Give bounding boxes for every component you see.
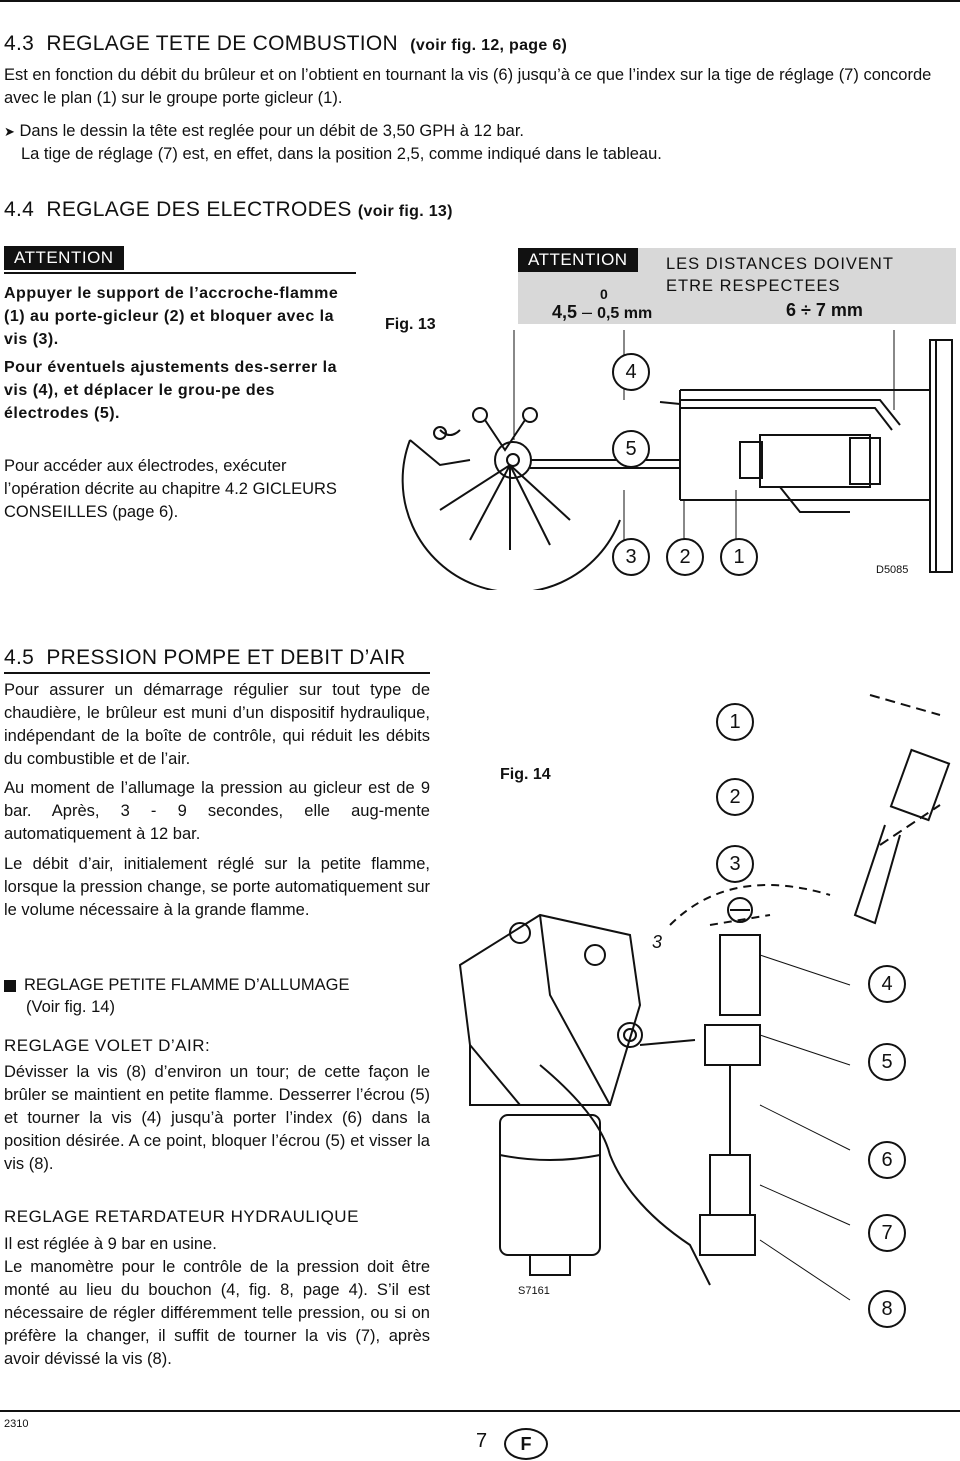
callout-4: 4: [612, 353, 650, 391]
attention-rule-left: [4, 272, 356, 274]
subheading-hydraulic-delay: REGLAGE RETARDATEUR HYDRAULIQUE: [4, 1207, 359, 1226]
subheading-line-2: (Voir fig. 14): [26, 998, 115, 1016]
section-ref: (voir fig. 13): [357, 203, 453, 220]
callout-1: 1: [716, 703, 754, 741]
section-4-3-heading: 4.3 REGLAGE TETE DE COMBUSTION (voir fig…: [4, 32, 567, 56]
attention-label: ATTENTION: [4, 246, 124, 270]
pressure-paragraph-3: Le débit d’air, initialement réglé sur l…: [4, 855, 430, 919]
tolerance-zero: 0: [600, 286, 608, 302]
section-number: 4.4: [4, 198, 35, 221]
section-4-3-paragraph: Est en fonction du débit du brûleur et o…: [4, 66, 932, 107]
page-number: 7: [476, 1430, 488, 1452]
electrode-instruction-1: Appuyer le support de l’accroche-flamme …: [4, 285, 339, 348]
attention-label: ATTENTION: [518, 248, 638, 272]
electrode-instruction-2: Pour éventuels ajustements des-serrer la…: [4, 359, 338, 422]
callout-3: 3: [612, 538, 650, 576]
section-title: REGLAGE TETE DE COMBUSTION: [46, 32, 399, 55]
callout-4: 4: [868, 965, 906, 1003]
dial-number-3: 3: [652, 932, 663, 952]
fig-13-label: Fig. 13: [385, 316, 436, 333]
bullet-line-1: Dans le dessin la tête est reglée pour u…: [19, 122, 525, 140]
square-bullet-icon: [4, 979, 16, 992]
tolerance-main: 4,5 – 0,5 mm: [552, 302, 653, 322]
fig-13-attention: ATTENTION: [518, 248, 638, 272]
subheading-pilot-flame: REGLAGE PETITE FLAMME D’ALLUMAGE (Voir f…: [4, 974, 350, 1018]
section-4-4-heading: 4.4 REGLAGE DES ELECTRODES (voir fig. 13…: [4, 198, 453, 222]
distance-range: 6 ÷ 7 mm: [786, 300, 863, 320]
pressure-paragraph-1: Pour assurer un démarrage régulier sur t…: [4, 681, 430, 768]
section-number: 4.3: [4, 32, 35, 55]
tolerance-minus: 0,5 mm: [597, 305, 653, 322]
pressure-paragraph-2: Au moment de l’allumage la pression au g…: [4, 779, 430, 843]
hydraulic-paragraph-1: Il est réglée à 9 bar en usine.: [4, 1235, 217, 1253]
language-code: F: [520, 1434, 532, 1454]
fig-14-label: Fig. 14: [500, 766, 551, 783]
tolerance-value: 4,5: [552, 302, 578, 322]
section-ref: (voir fig. 12, page 6): [410, 37, 568, 54]
bullet-line-2: La tige de réglage (7) est, en effet, da…: [21, 145, 662, 163]
callout-6: 6: [868, 1141, 906, 1179]
hydraulic-paragraph-2: Le manomètre pour le contrôle de la pres…: [4, 1258, 430, 1368]
language-badge: F: [504, 1428, 548, 1460]
callout-2: 2: [716, 778, 754, 816]
callout-8: 8: [868, 1290, 906, 1328]
top-rule: [0, 0, 960, 2]
section-4-5-rule: [4, 672, 430, 674]
callout-7: 7: [868, 1214, 906, 1252]
section-4-3-bullet: ➤ Dans le dessin la tête est reglée pour…: [4, 120, 944, 166]
distances-line-2: ETRE RESPECTEES: [666, 277, 841, 295]
electrode-access-paragraph: Pour accéder aux électrodes, exécuter l’…: [4, 457, 337, 521]
fig-14-code: S7161: [518, 1285, 550, 1297]
callout-1: 1: [720, 538, 758, 576]
attention-box-left: ATTENTION: [4, 246, 124, 270]
footer-rule: [0, 1410, 960, 1412]
callout-2: 2: [666, 538, 704, 576]
air-damper-paragraph: Dévisser la vis (8) d’environ un tour; d…: [4, 1063, 430, 1173]
section-title: REGLAGE DES ELECTRODES: [46, 198, 352, 221]
fig-13-code: D5085: [876, 564, 909, 576]
section-number: 4.5: [4, 646, 35, 669]
subheading-line-1: REGLAGE PETITE FLAMME D’ALLUMAGE: [24, 976, 350, 994]
footer-code: 2310: [4, 1418, 29, 1430]
arrow-bullet-icon: ➤: [4, 124, 15, 139]
fig-14-drawing: [458, 694, 951, 1301]
section-4-5-heading: 4.5 PRESSION POMPE ET DEBIT D’AIR: [4, 646, 406, 670]
callout-5: 5: [868, 1043, 906, 1081]
callout-3: 3: [716, 845, 754, 883]
callout-5: 5: [612, 430, 650, 468]
subheading-air-damper: REGLAGE VOLET D’AIR:: [4, 1036, 211, 1055]
fig-13-drawing: [401, 330, 953, 590]
distances-line-1: LES DISTANCES DOIVENT: [666, 255, 894, 273]
section-title: PRESSION POMPE ET DEBIT D’AIR: [46, 646, 406, 669]
